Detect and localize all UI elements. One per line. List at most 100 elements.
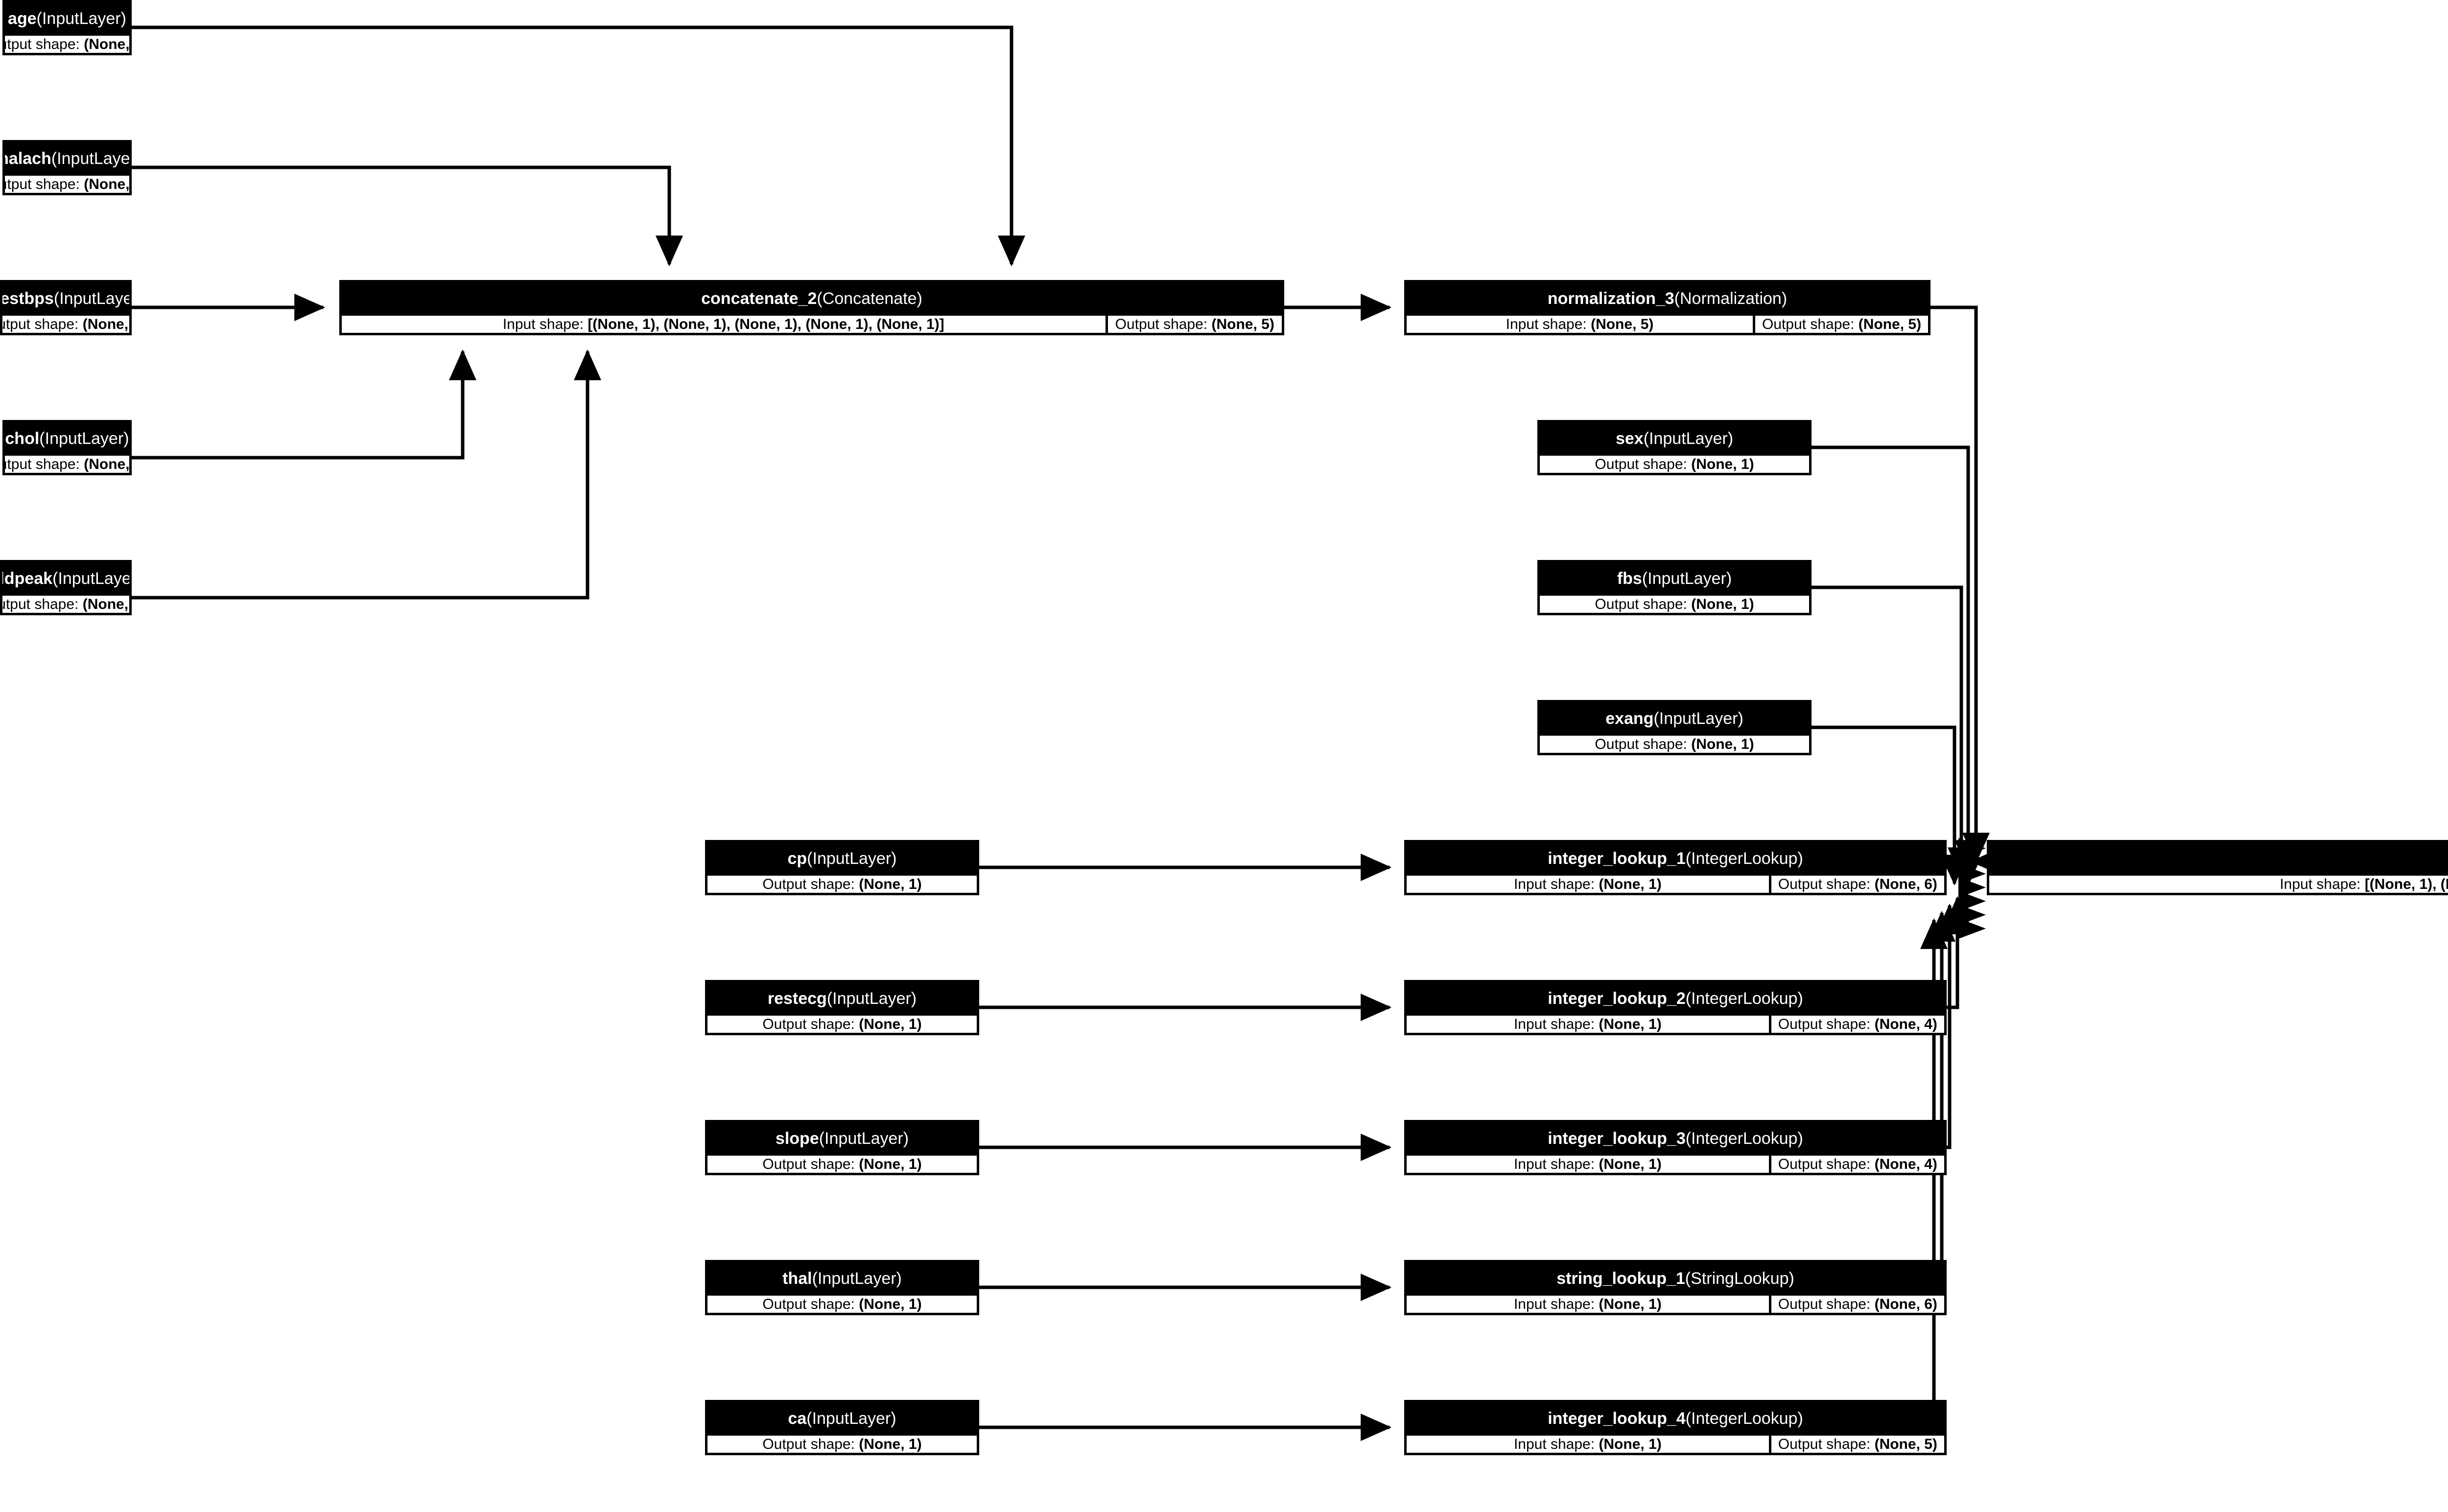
node-title-integer_lookup_3: integer_lookup_3 (IntegerLookup) bbox=[1407, 1122, 1944, 1156]
node-concatenate_3[interactable]: concatenate_3 (Concatenate)Input shape: … bbox=[1987, 840, 2448, 895]
node-sex[interactable]: sex (InputLayer)Output shape: (None, 1) bbox=[1537, 420, 1812, 475]
node-fbs[interactable]: fbs (InputLayer)Output shape: (None, 1) bbox=[1537, 560, 1812, 615]
shape-value: [(None, 1), (None, 1), (None, 1), (None,… bbox=[2364, 876, 2448, 892]
shape-value: (None, 1) bbox=[859, 1296, 922, 1312]
node-integer_lookup_3[interactable]: integer_lookup_3 (IntegerLookup)Input sh… bbox=[1404, 1120, 1947, 1175]
node-name-cp: cp bbox=[787, 849, 807, 868]
shape-value: (None, 6) bbox=[1874, 876, 1937, 892]
node-restecg[interactable]: restecg (InputLayer)Output shape: (None,… bbox=[705, 980, 979, 1035]
node-title-age: age (InputLayer) bbox=[5, 2, 129, 36]
edge-sex-to-concatenate3 bbox=[1812, 445, 1982, 871]
output-shape-cell-integer_lookup_1: Output shape: (None, 6) bbox=[1771, 876, 1944, 893]
node-body-thalach: Output shape: (None, 1) bbox=[5, 176, 129, 193]
node-thal[interactable]: thal (InputLayer)Output shape: (None, 1) bbox=[705, 1260, 979, 1315]
node-name-thal: thal bbox=[782, 1269, 812, 1288]
input-shape-cell-integer_lookup_2: Input shape: (None, 1) bbox=[1407, 1016, 1769, 1033]
output-shape-cell-restecg: Output shape: (None, 1) bbox=[707, 1016, 977, 1033]
output-shape-cell-thal: Output shape: (None, 1) bbox=[707, 1296, 977, 1313]
node-integer_lookup_4[interactable]: integer_lookup_4 (IntegerLookup)Input sh… bbox=[1404, 1400, 1947, 1455]
shape-label: Output shape: bbox=[1778, 876, 1875, 892]
shape-label: Output shape: bbox=[1778, 1016, 1875, 1032]
node-class-sex: (InputLayer) bbox=[1643, 429, 1734, 448]
shape-value: (None, 1) bbox=[1691, 456, 1754, 472]
node-class-integer_lookup_2: (IntegerLookup) bbox=[1685, 989, 1803, 1008]
edge-integer-lookup-3-to-concatenate3 bbox=[1936, 903, 1963, 1149]
node-age[interactable]: age (InputLayer)Output shape: (None, 1) bbox=[2, 0, 132, 55]
shape-label: Input shape: bbox=[1506, 316, 1591, 332]
node-class-integer_lookup_4: (IntegerLookup) bbox=[1685, 1409, 1803, 1428]
shape-label: Output shape: bbox=[1595, 736, 1692, 752]
output-shape-cell-chol: Output shape: (None, 1) bbox=[5, 456, 129, 473]
edge-age-to-concatenate2 bbox=[132, 25, 1025, 267]
node-name-thalach: thalach bbox=[5, 149, 51, 168]
node-class-thal: (InputLayer) bbox=[812, 1269, 902, 1288]
node-ca[interactable]: ca (InputLayer)Output shape: (None, 1) bbox=[705, 1400, 979, 1455]
node-title-string_lookup_1: string_lookup_1 (StringLookup) bbox=[1407, 1262, 1944, 1296]
shape-label: Output shape: bbox=[5, 176, 80, 192]
node-class-slope: (InputLayer) bbox=[819, 1129, 909, 1148]
shape-value: (None, 5) bbox=[1211, 316, 1274, 332]
node-body-trestbps: Output shape: (None, 1) bbox=[2, 316, 129, 333]
shape-label: Output shape: bbox=[1778, 1436, 1875, 1452]
node-body-age: Output shape: (None, 1) bbox=[5, 36, 129, 53]
node-title-concatenate_2: concatenate_2 (Concatenate) bbox=[342, 282, 1282, 316]
node-class-ca: (InputLayer) bbox=[806, 1409, 896, 1428]
shape-value: (None, 1) bbox=[1691, 596, 1754, 612]
shape-label: Output shape: bbox=[1762, 316, 1859, 332]
output-shape-cell-sex: Output shape: (None, 1) bbox=[1540, 456, 1809, 473]
node-string_lookup_1[interactable]: string_lookup_1 (StringLookup)Input shap… bbox=[1404, 1260, 1947, 1315]
node-class-restecg: (InputLayer) bbox=[826, 989, 917, 1008]
node-integer_lookup_2[interactable]: integer_lookup_2 (IntegerLookup)Input sh… bbox=[1404, 980, 1947, 1035]
output-shape-cell-age: Output shape: (None, 1) bbox=[5, 36, 129, 53]
node-name-integer_lookup_3: integer_lookup_3 bbox=[1548, 1129, 1686, 1148]
node-title-restecg: restecg (InputLayer) bbox=[707, 982, 977, 1016]
node-title-oldpeak: oldpeak (InputLayer) bbox=[2, 562, 129, 596]
shape-value: [(None, 1), (None, 1), (None, 1), (None,… bbox=[588, 316, 944, 332]
node-thalach[interactable]: thalach (InputLayer)Output shape: (None,… bbox=[2, 140, 132, 195]
node-integer_lookup_1[interactable]: integer_lookup_1 (IntegerLookup)Input sh… bbox=[1404, 840, 1947, 895]
shape-value: (None, 1) bbox=[1599, 1016, 1662, 1032]
node-title-fbs: fbs (InputLayer) bbox=[1540, 562, 1809, 596]
input-shape-cell-normalization_3: Input shape: (None, 5) bbox=[1407, 316, 1753, 333]
shape-value: (None, 1) bbox=[1691, 736, 1754, 752]
shape-label: Input shape: bbox=[1513, 876, 1599, 892]
shape-value: (None, 1) bbox=[82, 316, 129, 332]
node-normalization_3[interactable]: normalization_3 (Normalization)Input sha… bbox=[1404, 280, 1930, 335]
node-body-fbs: Output shape: (None, 1) bbox=[1540, 596, 1809, 613]
shape-label: Output shape: bbox=[1595, 456, 1692, 472]
node-chol[interactable]: chol (InputLayer)Output shape: (None, 1) bbox=[2, 420, 132, 475]
output-shape-cell-trestbps: Output shape: (None, 1) bbox=[2, 316, 129, 333]
node-title-integer_lookup_2: integer_lookup_2 (IntegerLookup) bbox=[1407, 982, 1944, 1016]
shape-label: Output shape: bbox=[762, 1016, 859, 1032]
node-exang[interactable]: exang (InputLayer)Output shape: (None, 1… bbox=[1537, 700, 1812, 755]
node-body-ca: Output shape: (None, 1) bbox=[707, 1436, 977, 1453]
node-cp[interactable]: cp (InputLayer)Output shape: (None, 1) bbox=[705, 840, 979, 895]
node-name-normalization_3: normalization_3 bbox=[1547, 289, 1674, 308]
node-class-cp: (InputLayer) bbox=[807, 849, 897, 868]
shape-value: (None, 1) bbox=[82, 596, 129, 612]
shape-label: Input shape: bbox=[1513, 1296, 1599, 1312]
output-shape-cell-fbs: Output shape: (None, 1) bbox=[1540, 596, 1809, 613]
node-name-restecg: restecg bbox=[767, 989, 827, 1008]
node-trestbps[interactable]: trestbps (InputLayer)Output shape: (None… bbox=[0, 280, 132, 335]
shape-label: Output shape: bbox=[1778, 1156, 1875, 1172]
node-body-chol: Output shape: (None, 1) bbox=[5, 456, 129, 473]
shape-value: (None, 4) bbox=[1874, 1016, 1937, 1032]
input-shape-cell-integer_lookup_4: Input shape: (None, 1) bbox=[1407, 1436, 1769, 1453]
concatenate3-inbound-arrowheads bbox=[1958, 838, 1986, 939]
node-oldpeak[interactable]: oldpeak (InputLayer)Output shape: (None,… bbox=[0, 560, 132, 615]
output-shape-cell-ca: Output shape: (None, 1) bbox=[707, 1436, 977, 1453]
shape-value: (None, 1) bbox=[859, 876, 922, 892]
node-body-sex: Output shape: (None, 1) bbox=[1540, 456, 1809, 473]
shape-value: (None, 1) bbox=[1599, 876, 1662, 892]
node-title-thal: thal (InputLayer) bbox=[707, 1262, 977, 1296]
node-concatenate_2[interactable]: concatenate_2 (Concatenate)Input shape: … bbox=[339, 280, 1284, 335]
node-title-slope: slope (InputLayer) bbox=[707, 1122, 977, 1156]
node-body-integer_lookup_1: Input shape: (None, 1) Output shape: (Non… bbox=[1407, 876, 1944, 893]
node-slope[interactable]: slope (InputLayer)Output shape: (None, 1… bbox=[705, 1120, 979, 1175]
node-class-chol: (InputLayer) bbox=[39, 429, 129, 448]
shape-label: Input shape: bbox=[502, 316, 588, 332]
node-class-string_lookup_1: (StringLookup) bbox=[1685, 1269, 1794, 1288]
shape-label: Output shape: bbox=[762, 1156, 859, 1172]
